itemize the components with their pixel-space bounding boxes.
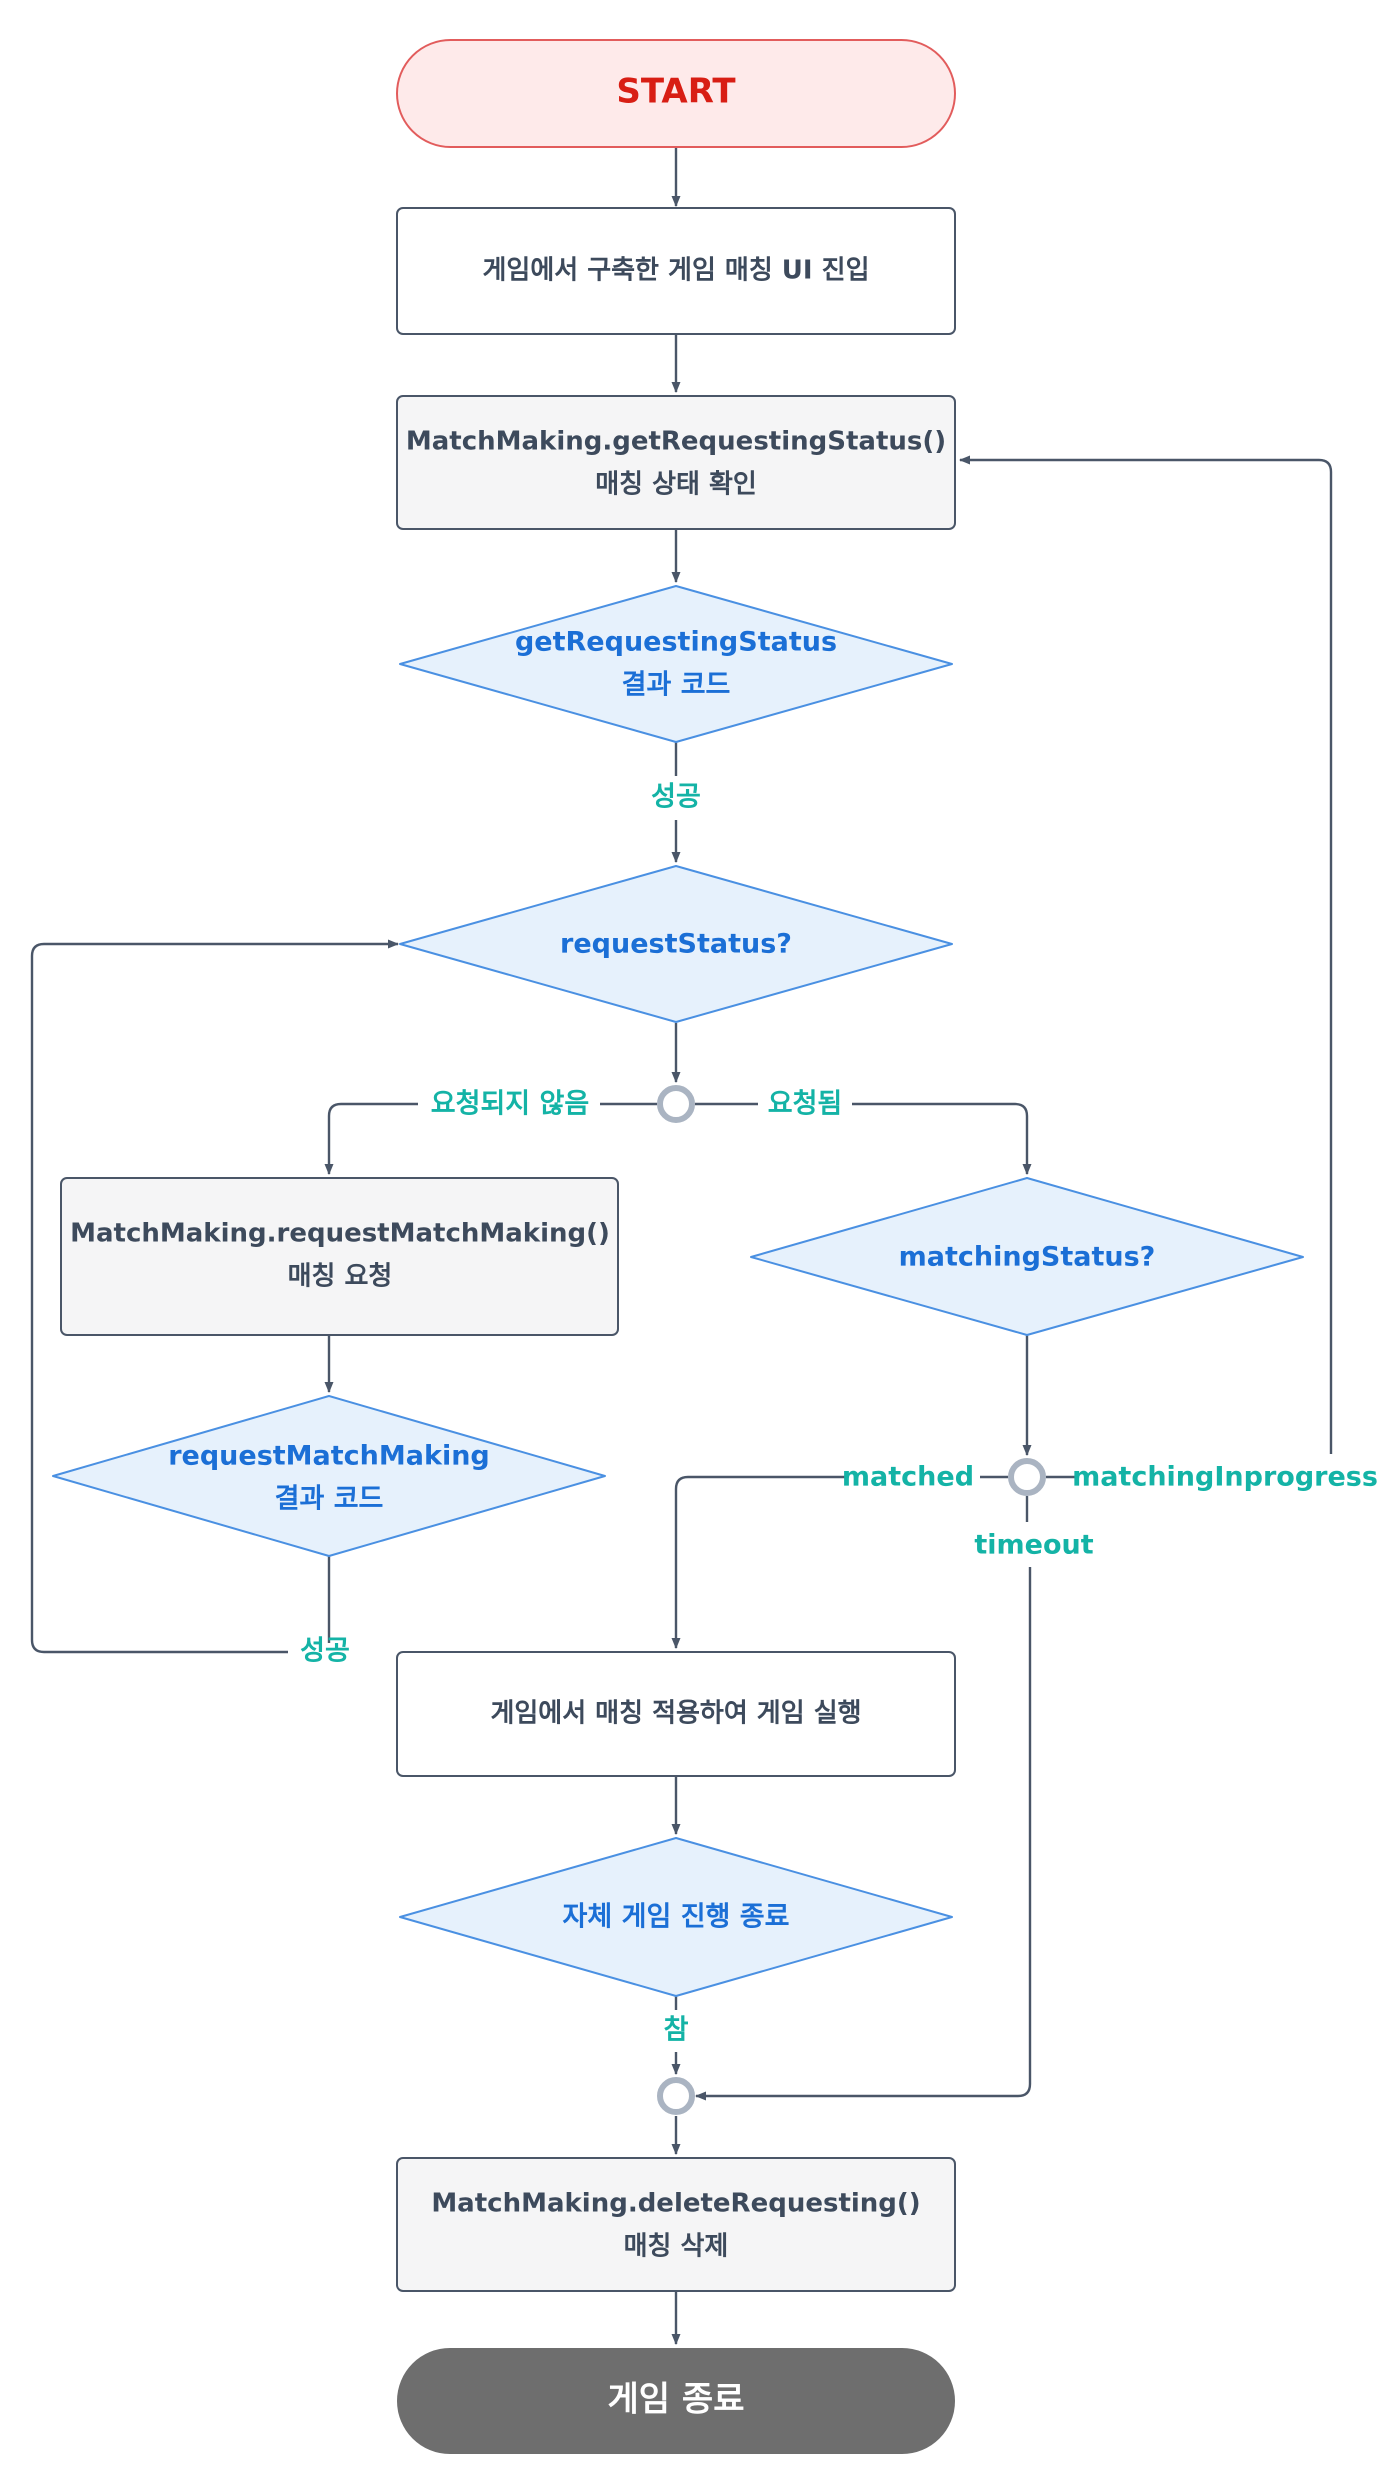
edge-not-requested-to-request-box <box>324 1102 418 1175</box>
get-status-result-line2: 결과 코드 <box>622 670 731 701</box>
request-status-label: requestStatus? <box>560 929 792 960</box>
apply-match-box: 게임에서 매칭 적용하여 게임 실행 <box>396 1651 956 1777</box>
apply-match-label: 게임에서 매칭 적용하여 게임 실행 <box>490 1699 861 1729</box>
matching-status-label: matchingStatus? <box>899 1242 1156 1273</box>
edge-label-matching-in-progress: matchingInprogress <box>1072 1462 1378 1493</box>
delete-request-method: MatchMaking.deleteRequesting() <box>431 2189 920 2219</box>
get-status-box: MatchMaking.getRequestingStatus() 매칭 상태 … <box>396 395 956 530</box>
enter-ui-label: 게임에서 구축한 게임 매칭 UI 진입 <box>482 256 869 286</box>
edge-label-matched: matched <box>842 1462 974 1493</box>
edge-matched-to-apply <box>671 1475 845 1649</box>
enter-ui-box: 게임에서 구축한 게임 매칭 UI 진입 <box>396 207 956 335</box>
start-label: START <box>616 72 736 112</box>
edge-success-loop-to-requeststatus <box>30 939 399 1654</box>
end-label: 게임 종료 <box>608 2380 745 2420</box>
edge-label-true: 참 <box>664 2015 689 2046</box>
junction-matching-status <box>1008 1458 1046 1496</box>
edge-label-success-1: 성공 <box>651 782 701 813</box>
request-status-decision: requestStatus? <box>399 865 953 1023</box>
game-end-check-decision: 자체 게임 진행 종료 <box>399 1837 953 1997</box>
edge-label-success-2: 성공 <box>300 1636 350 1667</box>
delete-request-desc: 매칭 삭제 <box>624 2232 729 2262</box>
edge-inprogress-loop-to-getstatus <box>959 455 1333 1454</box>
get-status-result-line1: getRequestingStatus <box>515 627 837 658</box>
matching-status-decision: matchingStatus? <box>750 1177 1304 1336</box>
edge-label-requested: 요청됨 <box>768 1089 843 1120</box>
request-matchmaking-result-line2: 결과 코드 <box>275 1484 384 1515</box>
junction-final <box>657 2077 695 2115</box>
junction-request-status <box>657 1085 695 1123</box>
get-status-desc: 매칭 상태 확인 <box>595 470 757 500</box>
edge-label-not-requested: 요청되지 않음 <box>431 1089 589 1120</box>
get-status-method: MatchMaking.getRequestingStatus() <box>406 427 946 457</box>
get-status-result-decision: getRequestingStatus 결과 코드 <box>399 585 953 743</box>
start-node: START <box>396 39 956 148</box>
edge-label-timeout: timeout <box>974 1530 1093 1561</box>
delete-request-box: MatchMaking.deleteRequesting() 매칭 삭제 <box>396 2157 956 2292</box>
request-matchmaking-box: MatchMaking.requestMatchMaking() 매칭 요청 <box>60 1177 619 1336</box>
edge-requested-to-matchingstatus <box>852 1102 1032 1175</box>
request-matchmaking-method: MatchMaking.requestMatchMaking() <box>70 1219 610 1249</box>
edge-timeout-to-final-junction <box>695 1567 1032 2101</box>
game-end-check-label: 자체 게임 진행 종료 <box>563 1902 790 1933</box>
request-matchmaking-result-line1: requestMatchMaking <box>168 1441 490 1472</box>
edges <box>30 148 1333 2345</box>
request-matchmaking-desc: 매칭 요청 <box>288 1262 393 1292</box>
end-node: 게임 종료 <box>397 2348 955 2454</box>
request-matchmaking-result-decision: requestMatchMaking 결과 코드 <box>52 1395 606 1557</box>
